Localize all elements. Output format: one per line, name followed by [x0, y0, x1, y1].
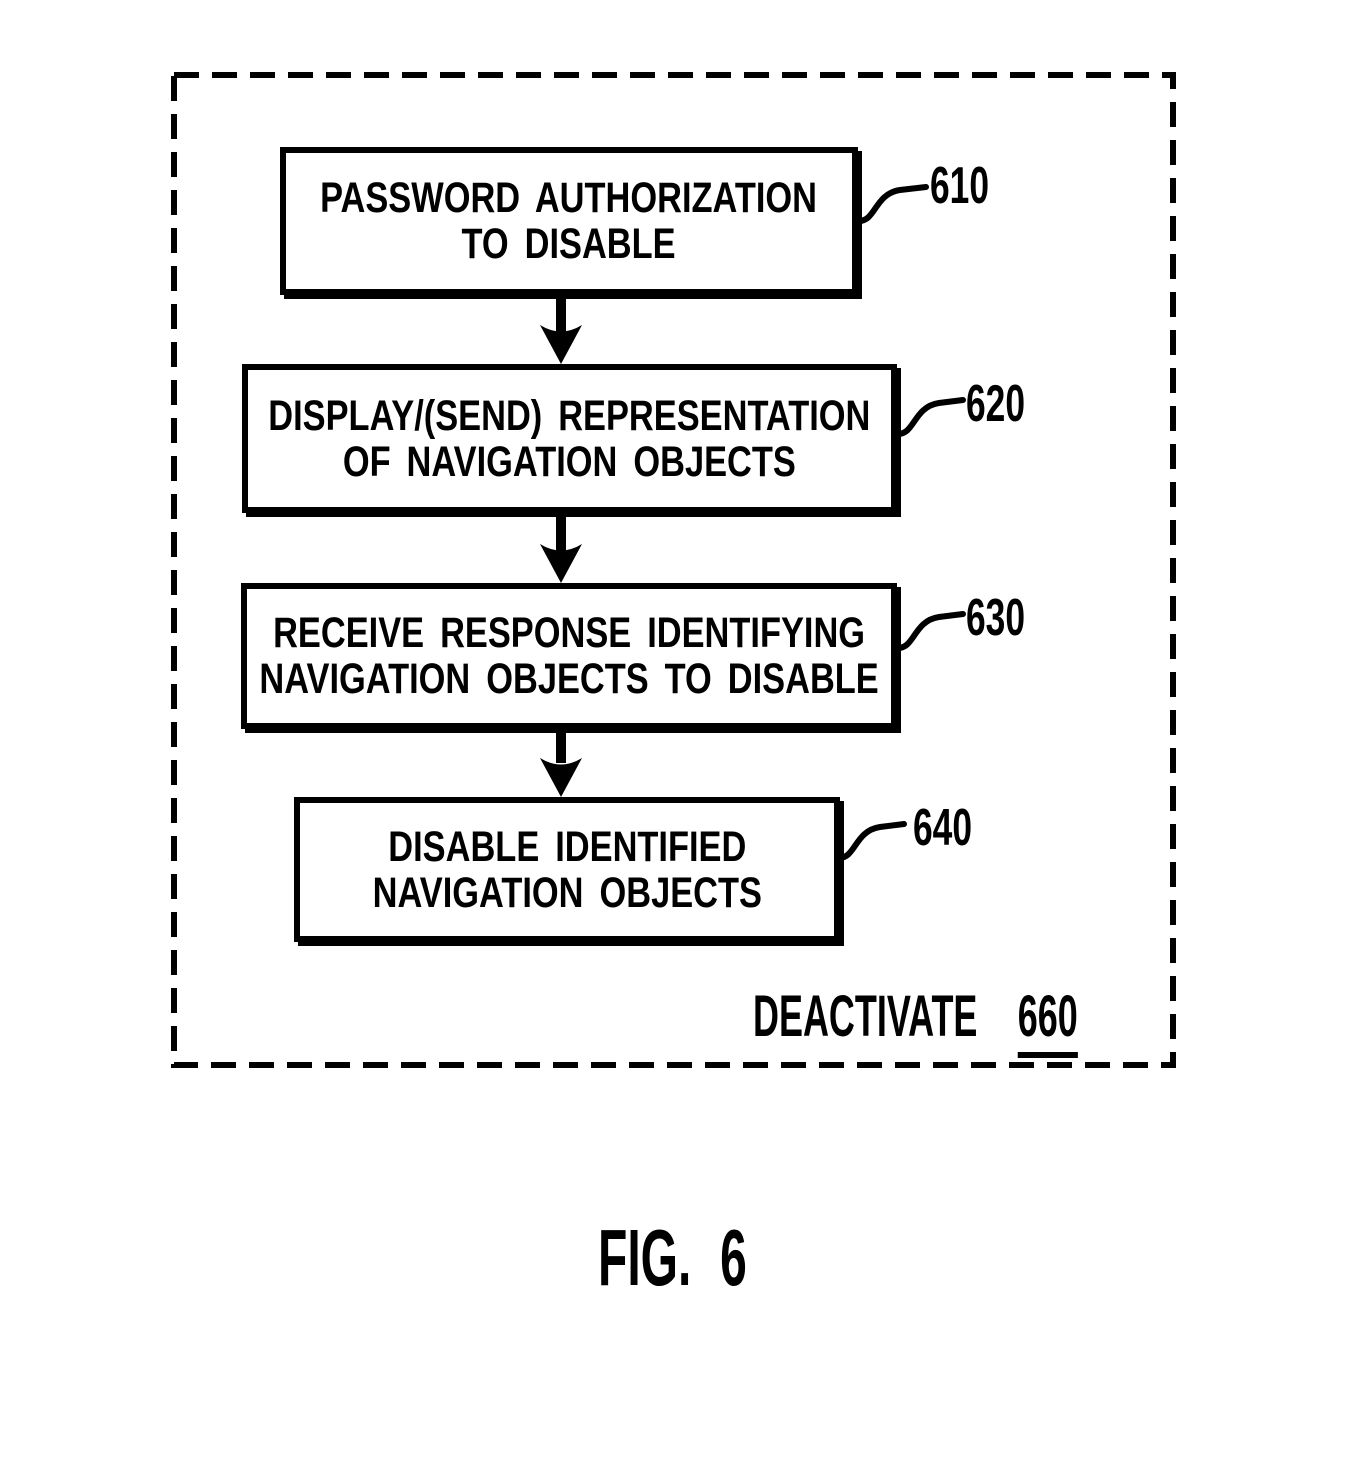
leader-line-620 [894, 397, 966, 437]
flow-step-640: DISABLE IDENTIFIED NAVIGATION OBJECTS [294, 797, 840, 942]
flow-arrow-2 [540, 511, 582, 583]
flow-step-610: PASSWORD AUTHORIZATION TO DISABLE [280, 147, 858, 295]
ref-label-620: 620 [966, 375, 1026, 433]
group-label-deactivate: DEACTIVATE 660 [753, 984, 1078, 1058]
figure-caption-number: 6 [720, 1213, 747, 1302]
flow-step-620-text: DISPLAY/(SEND) REPRESENTATION OF NAVIGAT… [268, 391, 871, 486]
leader-line-630 [894, 611, 966, 651]
dashed-boundary [171, 72, 1176, 1068]
flow-step-640-text: DISABLE IDENTIFIED NAVIGATION OBJECTS [372, 822, 762, 917]
ref-label-610: 610 [930, 157, 990, 215]
flow-step-610-text: PASSWORD AUTHORIZATION TO DISABLE [320, 174, 818, 268]
leader-line-610 [855, 184, 929, 224]
flow-arrow-1 [540, 293, 582, 364]
figure-caption-label: FIG. [598, 1213, 692, 1302]
flow-step-620: DISPLAY/(SEND) REPRESENTATION OF NAVIGAT… [242, 364, 897, 513]
flow-step-630: RECEIVE RESPONSE IDENTIFYING NAVIGATION … [241, 583, 897, 729]
ref-label-640: 640 [913, 799, 973, 857]
group-ref-number: 660 [1017, 984, 1078, 1058]
flow-step-630-text: RECEIVE RESPONSE IDENTIFYING NAVIGATION … [259, 609, 879, 703]
group-label-text: DEACTIVATE [753, 984, 978, 1049]
figure-caption: FIG.6 [598, 1218, 747, 1298]
ref-label-630: 630 [966, 589, 1026, 647]
flow-arrow-3 [540, 727, 582, 797]
leader-line-640 [835, 821, 907, 861]
